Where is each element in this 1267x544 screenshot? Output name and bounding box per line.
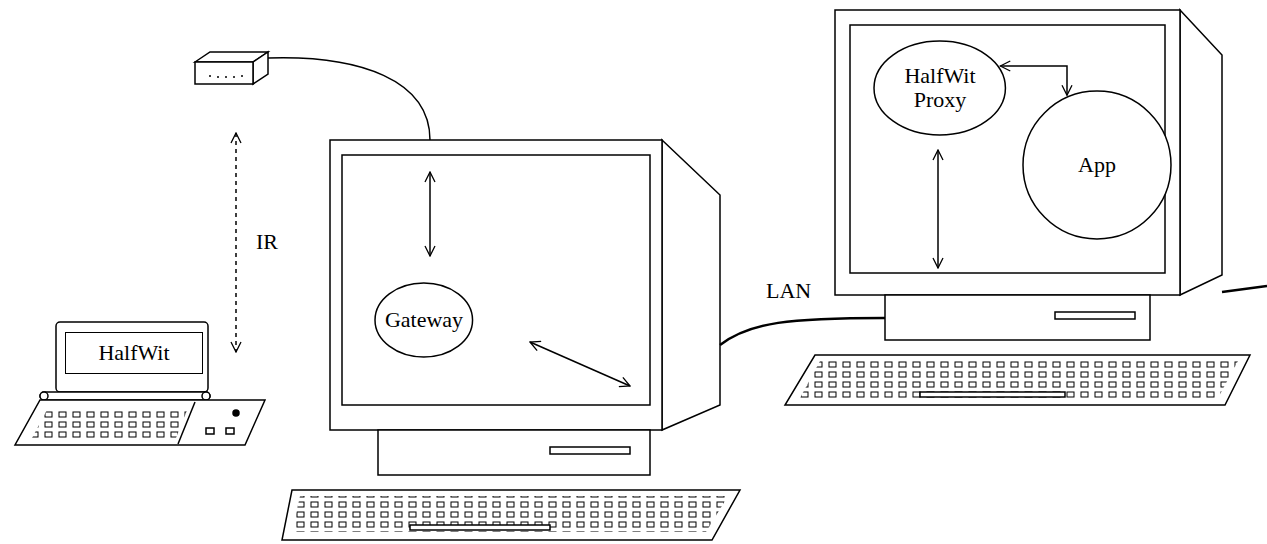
process-ellipse: App xyxy=(1022,90,1172,240)
ir-transceiver xyxy=(195,52,268,84)
ir-cable xyxy=(268,58,430,140)
process-ellipse: Gateway xyxy=(374,282,474,358)
gateway-ir-arrow xyxy=(429,172,431,256)
gateway-lan-arrow xyxy=(530,342,630,386)
screen-box: HalfWit xyxy=(65,332,203,374)
lan-cable xyxy=(1222,286,1267,292)
node-text: Gateway xyxy=(385,308,463,332)
laptop xyxy=(15,322,265,445)
node-text: HalfWit Proxy xyxy=(892,64,988,112)
gateway-computer xyxy=(282,140,740,540)
node-text: HalfWit xyxy=(98,341,169,365)
proxy-computer xyxy=(785,10,1250,405)
process-ellipse: HalfWit Proxy xyxy=(873,40,1006,136)
ir-link-arrow xyxy=(235,133,237,352)
node-text: App xyxy=(1078,153,1116,177)
lan-label: LAN xyxy=(764,279,813,303)
connector-arrow xyxy=(1000,66,1067,95)
proxy-lan-arrow xyxy=(937,150,939,268)
lan-cable xyxy=(720,318,885,345)
ir-label: IR xyxy=(254,230,280,254)
